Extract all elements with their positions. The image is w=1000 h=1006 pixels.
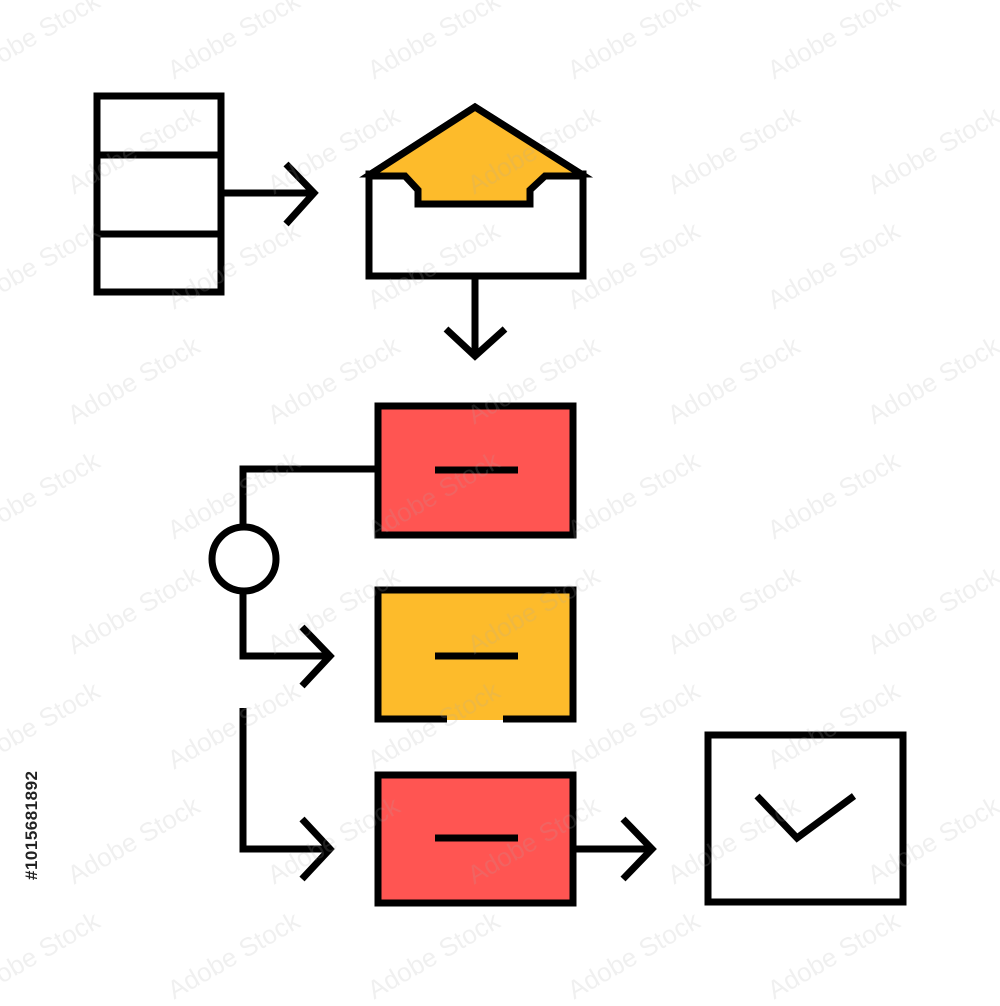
- open-envelope-icon: [359, 102, 594, 280]
- result-box: [704, 731, 907, 906]
- stock-id-text: #1015681892: [22, 770, 41, 880]
- arrow-to-red-bottom: [239, 708, 335, 882]
- process-box-red-bottom: [374, 771, 577, 907]
- process-box-yellow: [374, 586, 577, 723]
- arrow-circle-to-yellow: [239, 591, 335, 689]
- arrow-envelope-down: [443, 276, 508, 361]
- arrow-to-result: [573, 816, 657, 882]
- arrow-table-to-envelope: [221, 161, 319, 227]
- branch-connector: [239, 465, 378, 527]
- process-box-red-top: [374, 402, 577, 539]
- database-table-icon: [93, 92, 225, 296]
- checkmark-icon: [754, 793, 857, 843]
- decision-circle-icon: [208, 523, 280, 595]
